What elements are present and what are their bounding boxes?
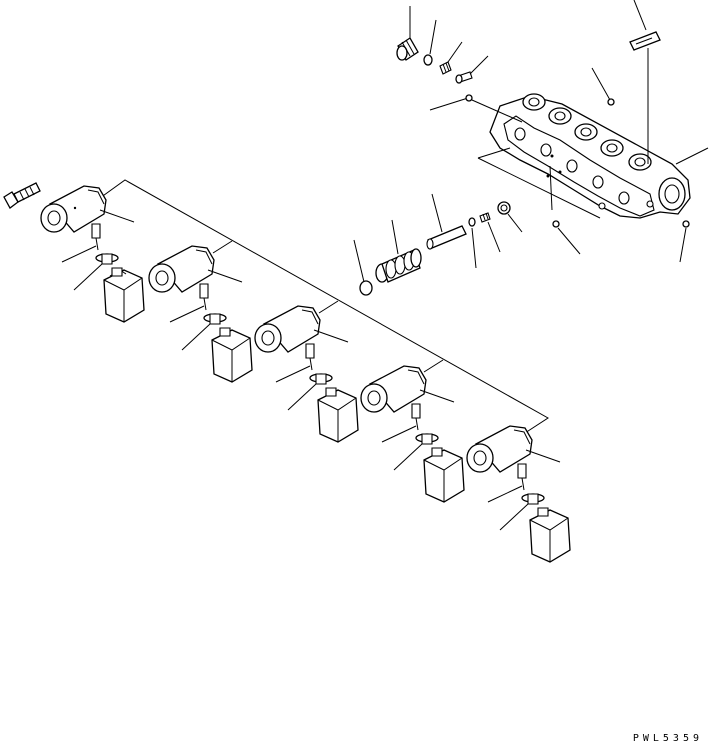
check-valve [456, 56, 488, 83]
spring [480, 213, 500, 252]
leader-line [526, 450, 560, 462]
spring-small [440, 42, 462, 74]
solenoid-o-ring [96, 254, 118, 264]
solenoid-assembly-4 [361, 366, 464, 502]
solenoid-assembly-5 [467, 426, 570, 562]
solenoid-assembly-2 [149, 246, 252, 382]
solenoid-o-ring [416, 434, 438, 444]
leader-line [182, 324, 210, 350]
manifold-leader-lines [430, 68, 708, 262]
leader-line [488, 486, 522, 502]
leader-line [208, 270, 242, 282]
push-pin [427, 194, 466, 249]
valve-manifold [478, 94, 690, 218]
retainer-ring [469, 218, 476, 268]
solenoid-assembly-1 [41, 186, 144, 322]
solenoid-o-ring [310, 374, 332, 384]
solenoid-assembly-3 [255, 306, 358, 442]
manifold-port-5 [629, 154, 651, 170]
solenoid-plunger [92, 224, 100, 250]
leader-line [288, 384, 316, 410]
solenoid-coil [149, 246, 214, 292]
leader-line [276, 366, 310, 382]
manifold-end-port [659, 178, 685, 210]
solenoid-plunger [200, 284, 208, 310]
leader-line [394, 444, 422, 470]
spool-o-ring [354, 240, 372, 295]
solenoid-coil [361, 366, 426, 412]
connector-housing [212, 328, 252, 382]
solenoid-o-ring [204, 314, 226, 324]
valve-plug [397, 6, 418, 60]
connector-housing [318, 388, 358, 442]
solenoid-coil [467, 426, 532, 472]
connector-housing [530, 508, 570, 562]
name-plate [630, 0, 660, 164]
spool [376, 220, 421, 282]
leader-line [382, 426, 416, 442]
solenoid-plunger [518, 464, 526, 490]
solenoid-coil [255, 306, 320, 352]
leader-line [500, 504, 528, 530]
solenoid-o-ring [522, 494, 544, 504]
manifold-port-4 [601, 140, 623, 156]
solenoid-plunger [306, 344, 314, 370]
manifold-port-2 [549, 108, 571, 124]
plug-nut [498, 202, 522, 232]
connector-housing [424, 448, 464, 502]
leader-line [170, 306, 204, 322]
mounting-bolt [4, 183, 40, 208]
solenoid-coil [41, 186, 106, 232]
leader-line [314, 330, 348, 342]
drawing-code-label: PWL5359 [632, 733, 703, 744]
o-ring-small [424, 20, 436, 65]
solenoid-group-bracket [100, 180, 548, 433]
leader-line [420, 390, 454, 402]
connector-housing [104, 268, 144, 322]
manifold-port-1 [523, 94, 545, 110]
solenoid-plunger [412, 404, 420, 430]
leader-line [62, 246, 96, 262]
leader-line [100, 210, 134, 222]
leader-line [74, 264, 102, 290]
manifold-port-3 [575, 124, 597, 140]
